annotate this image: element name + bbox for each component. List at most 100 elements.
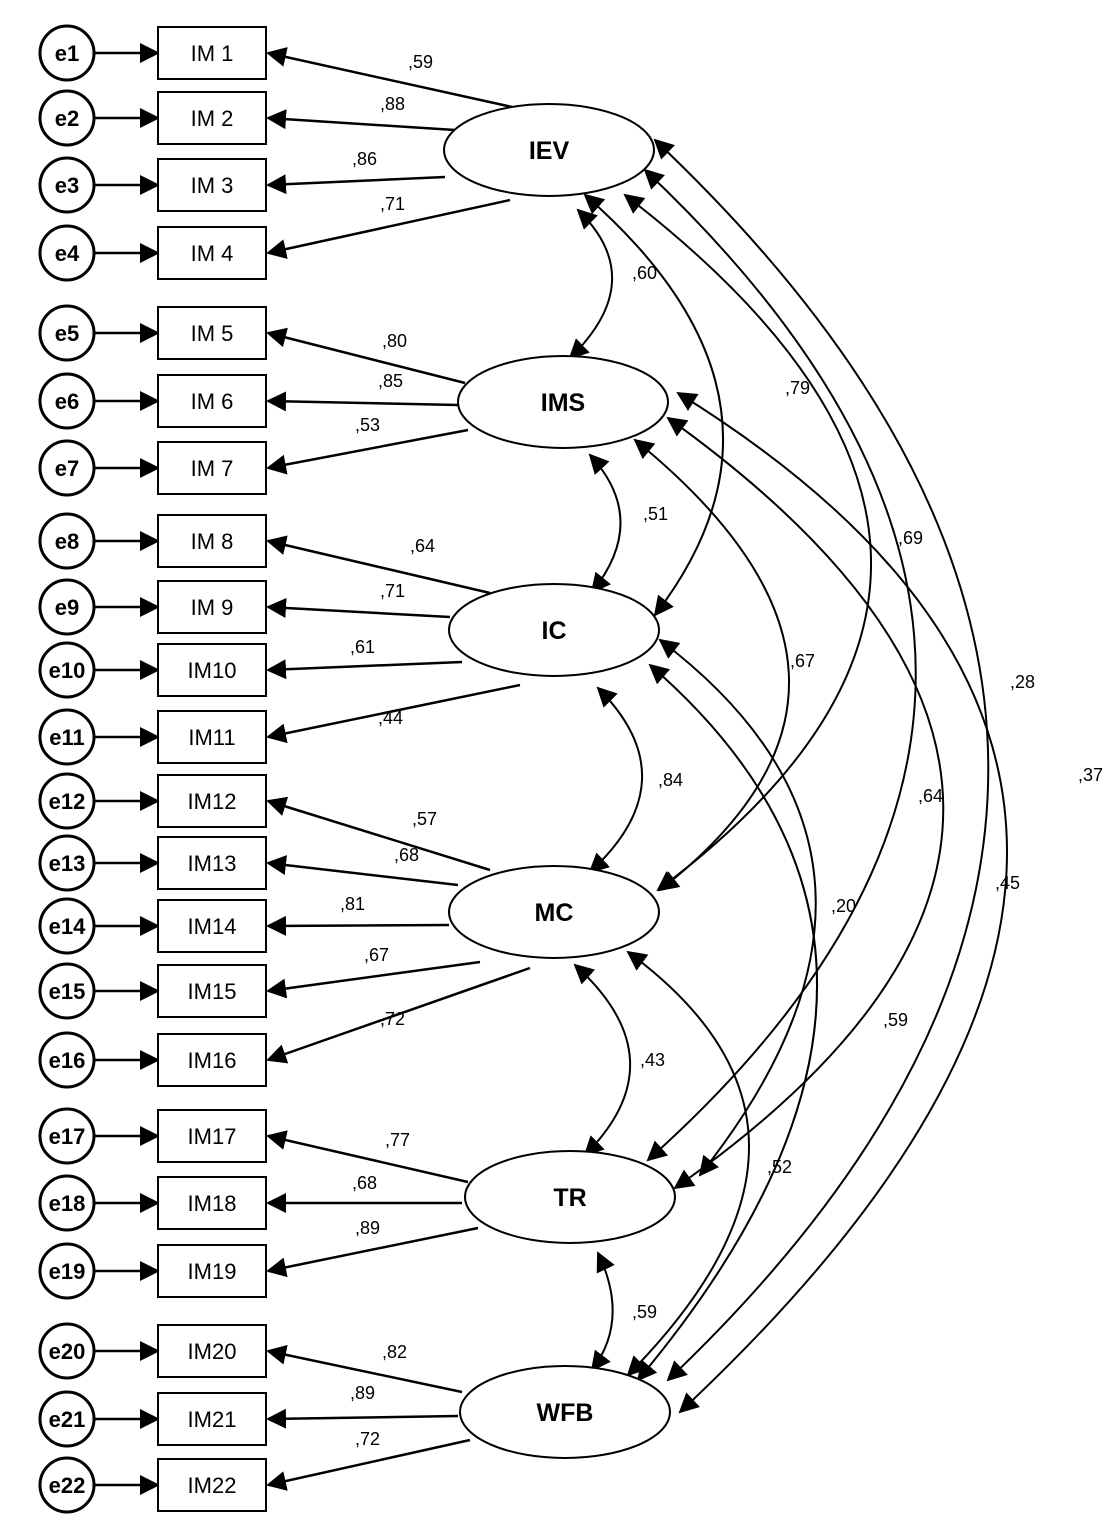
error-term-e4: e4 <box>38 224 96 282</box>
correlation-value-ims-tr: ,45 <box>995 873 1020 893</box>
factor-label: TR <box>553 1184 586 1212</box>
error-circle <box>38 1031 96 1089</box>
indicator-box <box>157 374 267 428</box>
indicator-box <box>157 774 267 828</box>
indicator-im8: IM 8 <box>157 514 267 568</box>
indicator-box <box>157 1244 267 1298</box>
indicator-box <box>157 1324 267 1378</box>
error-label: e3 <box>55 173 79 198</box>
indicator-box <box>157 1392 267 1446</box>
error-circle <box>38 1174 96 1232</box>
error-label: e6 <box>55 389 79 414</box>
error-term-e22: e22 <box>38 1456 96 1514</box>
correlation-value-tr-wfb: ,59 <box>632 1302 657 1322</box>
indicator-box <box>157 306 267 360</box>
indicator-box <box>157 836 267 890</box>
correlation-curve-ims-tr <box>666 416 945 1190</box>
loading-value-im11: ,44 <box>378 708 403 728</box>
factor-ellipse <box>464 1150 676 1244</box>
loading-arrow-ims-im7 <box>266 428 469 475</box>
error-circle <box>38 372 96 430</box>
indicator-im5: IM 5 <box>157 306 267 360</box>
loading-value-im21: ,89 <box>350 1383 375 1403</box>
indicator-im2: IM 2 <box>157 91 267 145</box>
correlation-value-iev-wfb: ,28 <box>1010 672 1035 692</box>
loading-value-im10: ,61 <box>350 637 375 657</box>
loading-value-im12: ,57 <box>412 809 437 829</box>
error-term-e19: e19 <box>38 1242 96 1300</box>
indicator-label: IM 6 <box>191 389 234 414</box>
indicator-box <box>157 26 267 80</box>
loading-arrow-iev-im1 <box>266 47 513 109</box>
factor-ellipse <box>448 865 660 959</box>
error-term-e6: e6 <box>38 372 96 430</box>
indicator-im14: IM14 <box>157 899 267 953</box>
error-term-e11: e11 <box>38 708 96 766</box>
indicator-box <box>157 158 267 212</box>
indicator-label: IM 2 <box>191 106 234 131</box>
correlation-value-ic-wfb: ,59 <box>883 1010 908 1030</box>
error-circle <box>38 1390 96 1448</box>
correlation-curve-iev-tr <box>643 168 917 1162</box>
error-term-e15: e15 <box>38 962 96 1020</box>
factor-ellipse <box>457 355 669 449</box>
loading-arrow-iev-im2 <box>266 109 456 132</box>
factor-label: IMS <box>541 389 585 417</box>
loading-arrow-mc-im15 <box>266 960 481 999</box>
error-term-e20: e20 <box>38 1322 96 1380</box>
indicator-label: IM20 <box>188 1339 237 1364</box>
indicator-label: IM14 <box>188 914 237 939</box>
loading-arrow-wfb-im22 <box>266 1438 471 1491</box>
loading-value-im4: ,71 <box>380 194 405 214</box>
loading-value-im3: ,86 <box>352 149 377 169</box>
indicator-box <box>157 710 267 764</box>
loading-value-im16: ,72 <box>380 1009 405 1029</box>
loading-value-im18: ,68 <box>352 1173 377 1193</box>
loading-arrow-wfb-im21 <box>266 1408 459 1429</box>
error-label: e19 <box>49 1259 86 1284</box>
error-label: e1 <box>55 41 79 66</box>
loading-value-im6: ,85 <box>378 371 403 391</box>
factor-label: WFB <box>537 1399 594 1427</box>
indicator-box <box>157 1176 267 1230</box>
indicator-box <box>157 1033 267 1087</box>
indicator-label: IM 7 <box>191 456 234 481</box>
correlation-value-ic-tr: ,20 <box>831 896 856 916</box>
loading-arrow-ims-im6 <box>266 391 459 412</box>
error-circle <box>38 1242 96 1300</box>
error-term-e5: e5 <box>38 304 96 362</box>
indicator-label: IM10 <box>188 658 237 683</box>
factor-iev: IEV <box>443 103 655 197</box>
loading-value-im7: ,53 <box>355 415 380 435</box>
loading-paths <box>94 43 531 1495</box>
loading-arrow-ic-im10 <box>266 659 463 680</box>
error-term-e16: e16 <box>38 1031 96 1089</box>
indicator-box <box>157 91 267 145</box>
indicator-im18: IM18 <box>157 1176 267 1230</box>
correlation-value-iev-tr: ,64 <box>918 786 943 806</box>
error-label: e22 <box>49 1473 86 1498</box>
loading-arrow-tr-im19 <box>266 1226 479 1278</box>
correlation-value-ic-mc: ,84 <box>658 770 683 790</box>
indicator-label: IM22 <box>188 1473 237 1498</box>
indicator-im22: IM22 <box>157 1458 267 1512</box>
error-circle <box>38 439 96 497</box>
loading-arrow-mc-im12 <box>266 796 491 872</box>
error-circle <box>38 641 96 699</box>
error-term-e17: e17 <box>38 1107 96 1165</box>
error-label: e4 <box>55 241 80 266</box>
loading-arrow-ic-im9 <box>266 598 451 619</box>
loading-arrow-mc-im14 <box>266 915 450 936</box>
correlation-curve-tr-wfb <box>590 1251 615 1372</box>
factor-tr: TR <box>464 1150 676 1244</box>
error-circle <box>38 897 96 955</box>
loading-value-im13: ,68 <box>394 845 419 865</box>
indicator-im10: IM10 <box>157 643 267 697</box>
loading-arrow-wfb-im20 <box>266 1344 463 1394</box>
correlation-value-iev-ic: ,79 <box>785 378 810 398</box>
indicator-label: IM13 <box>188 851 237 876</box>
error-circle <box>38 772 96 830</box>
correlation-curve-ic-tr <box>658 638 817 1177</box>
factor-ellipse <box>448 583 660 677</box>
